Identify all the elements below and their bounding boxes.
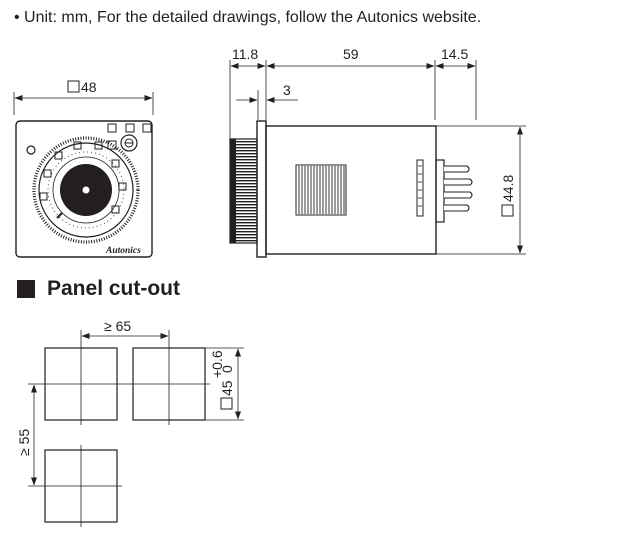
range-indicator-icon [107,140,117,150]
front-panel-outline [15,120,153,258]
side-view: 11.8 59 14.5 3 [229,46,526,258]
flange-thickness-label: 3 [283,82,291,98]
range-selector-dial-icon [120,134,138,152]
square-symbol-icon [501,204,514,217]
horizontal-pitch-label: ≥ 65 [104,318,131,334]
hole-tolerance-lower: 0 [219,365,235,373]
range-indicator-icon [142,123,152,133]
body-depth-label: 59 [343,46,359,62]
panel-cutout-diagram: ≥ 65 ≥ 55 45 +0.6 0 [16,318,244,527]
front-width-label: 48 [81,79,97,95]
units-note: • Unit: mm, For the detailed drawings, f… [14,9,482,26]
pin-length-label: 14.5 [441,46,468,62]
height-label: 44.8 [500,175,516,202]
front-flange-side [256,120,267,258]
brand-logo: Autonics [105,246,141,256]
vertical-pitch-label: ≥ 55 [16,429,32,456]
socket-base-side [435,159,445,223]
connector-pins [444,165,473,212]
dial-knob-center [82,186,90,194]
square-symbol-icon [67,80,80,93]
hole-size-label: 45 [219,380,235,396]
front-view: 48 Autonics [13,79,154,258]
square-symbol-icon [220,397,233,410]
knurled-dial-ring [32,136,140,244]
hole-tolerance-upper: +0.6 [209,350,225,378]
housing-side [265,125,437,255]
led-indicator-icon [26,145,36,155]
knob-depth-label: 11.8 [232,46,258,62]
section-heading: Panel cut-out [17,277,180,301]
panel-cutout-title: Panel cut-out [47,277,181,300]
heading-square-icon [17,280,35,298]
range-indicator-icon [107,123,117,133]
range-indicator-icon [125,123,135,133]
